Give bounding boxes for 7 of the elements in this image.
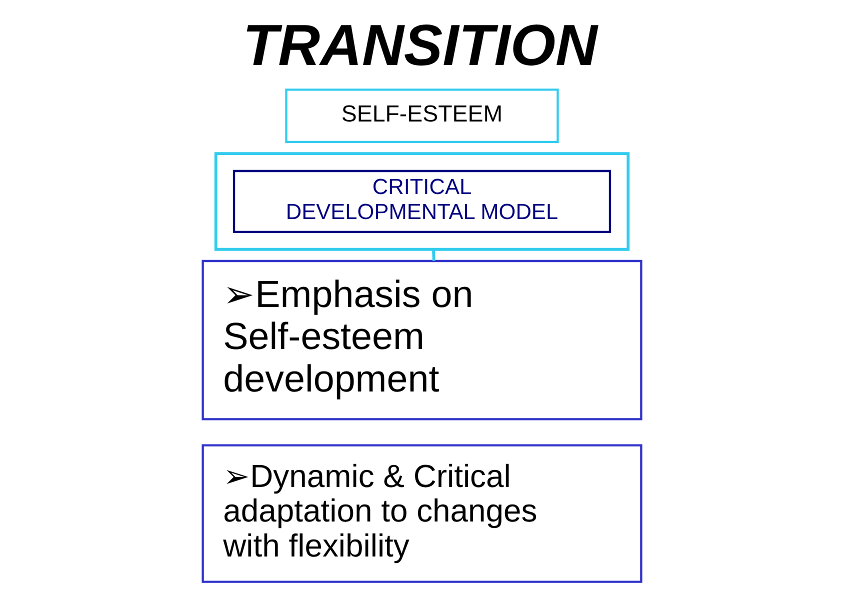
diagram-title: TRANSITION [242,13,598,78]
node-box: SELF-ESTEEM [285,88,559,144]
connector [432,249,436,261]
node-box: ➢Dynamic & Critical adaptation to changes with flexibility [202,444,642,583]
node-box: ➢Emphasis on Self-esteem development [202,260,642,420]
cluster [214,152,630,251]
node-box: CRITICAL DEVELOPMENTAL MODEL [232,170,612,234]
